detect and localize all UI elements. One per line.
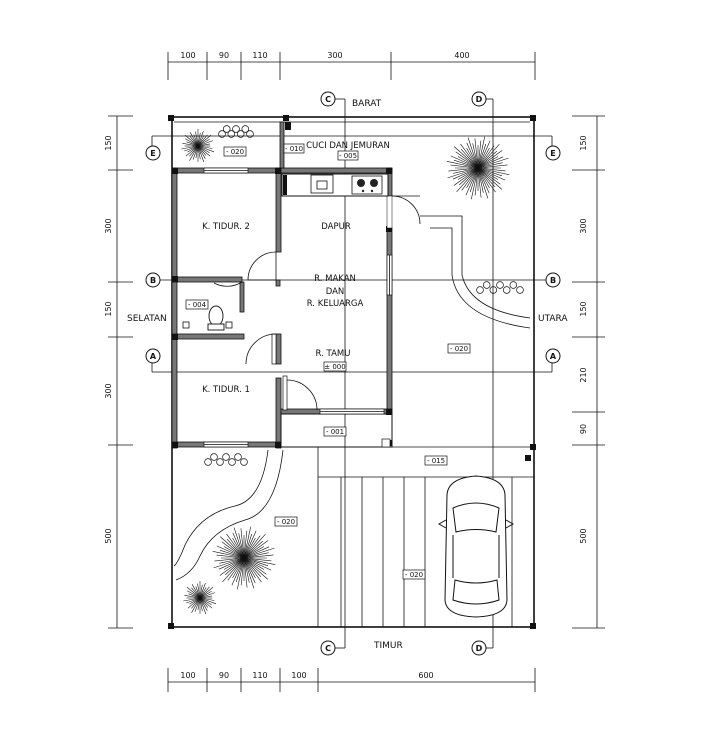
level-carport: - 015 xyxy=(427,457,445,465)
level-carport-floor: - 020 xyxy=(405,571,423,579)
toilet-icon xyxy=(208,305,224,327)
dim-left-4: 300 xyxy=(104,383,113,398)
direction-labels: BARAT TIMUR SELATAN UTARA xyxy=(127,99,568,651)
room-bedroom2-label: K. TIDUR. 2 xyxy=(202,222,250,232)
level-bathroom: - 004 xyxy=(188,301,207,309)
dim-left-1: 150 xyxy=(104,135,113,150)
tree-icon xyxy=(212,526,276,590)
stove-icon xyxy=(351,175,383,195)
doors xyxy=(213,195,421,448)
axis-e-label-left: E xyxy=(150,149,155,158)
room-kitchen-label: DAPUR xyxy=(321,222,351,232)
grid-axis-e: E E xyxy=(145,135,561,161)
kitchen-counter xyxy=(281,173,389,197)
axis-e-label-right: E xyxy=(550,149,555,158)
level-laundry-a: - 010 xyxy=(285,145,303,153)
car-icon xyxy=(437,475,515,618)
dim-bottom-5: 600 xyxy=(418,671,433,680)
dim-top-4: 300 xyxy=(327,51,342,60)
direction-west-label: BARAT xyxy=(352,99,382,109)
dim-right-3: 150 xyxy=(579,301,588,316)
dim-top-2: 90 xyxy=(219,51,229,60)
dim-left-5: 500 xyxy=(104,528,113,543)
tree-icon xyxy=(446,136,510,200)
dimension-right: 150 300 150 210 90 500 xyxy=(572,115,605,629)
direction-south-label: SELATAN xyxy=(127,314,167,324)
shrub-icon xyxy=(204,453,248,466)
axis-d-label-bottom: D xyxy=(476,644,483,653)
axis-a-label-right: A xyxy=(550,352,557,361)
dim-right-6: 500 xyxy=(579,528,588,543)
axis-b-label-right: B xyxy=(550,276,556,285)
axis-d-label-top: D xyxy=(476,95,483,104)
tree-icon xyxy=(181,129,215,163)
level-laundry-b: - 005 xyxy=(339,152,357,160)
room-dining-label-2: DAN xyxy=(326,287,345,297)
room-bedroom1-label: K. TIDUR. 1 xyxy=(202,385,250,395)
axis-c-label-bottom: C xyxy=(325,644,331,653)
dimension-bottom: 100 90 110 100 600 xyxy=(167,668,536,692)
dim-left-2: 300 xyxy=(104,218,113,233)
dim-top-3: 110 xyxy=(252,51,267,60)
room-laundry-label: CUCI DAN JEMURAN xyxy=(306,141,390,151)
dim-bottom-1: 100 xyxy=(180,671,195,680)
dim-left-3: 150 xyxy=(104,301,113,316)
axis-b-label-left: B xyxy=(150,276,156,285)
direction-east-label: TIMUR xyxy=(373,641,403,651)
shrub-icon xyxy=(476,281,524,294)
grid-axis-a: A A xyxy=(145,348,561,373)
level-living: ± 000 xyxy=(324,363,345,371)
dimension-left: 150 300 150 300 500 xyxy=(104,115,133,629)
dim-top-1: 100 xyxy=(180,51,195,60)
room-labels: CUCI DAN JEMURAN DAPUR K. TIDUR. 2 R. MA… xyxy=(202,141,390,395)
level-terrace: - 001 xyxy=(326,428,344,436)
dim-bottom-2: 90 xyxy=(219,671,229,680)
room-dining-label-3: R. KELUARGA xyxy=(307,299,364,309)
dim-right-2: 300 xyxy=(579,218,588,233)
sink-icon xyxy=(310,174,334,194)
dim-bottom-4: 100 xyxy=(291,671,306,680)
level-garden-top-left: - 020 xyxy=(226,148,244,156)
dimension-top: 100 90 110 300 400 xyxy=(167,51,536,80)
level-garden-bottom: - 020 xyxy=(277,518,295,526)
dim-right-5: 90 xyxy=(579,424,588,434)
shrub-icon xyxy=(218,125,254,138)
dim-bottom-3: 110 xyxy=(252,671,267,680)
direction-north-label: UTARA xyxy=(538,314,568,324)
room-living-label: R. TAMU xyxy=(316,349,351,359)
terrace-outline xyxy=(280,413,534,448)
level-side-yard: - 020 xyxy=(450,345,468,353)
axis-c-label-top: C xyxy=(325,95,331,104)
bathroom-fixtures xyxy=(182,305,233,331)
plants xyxy=(181,125,524,615)
dim-right-1: 150 xyxy=(579,135,588,150)
room-dining-label-1: R. MAKAN xyxy=(314,274,356,284)
dim-top-5: 400 xyxy=(454,51,469,60)
level-tags: - 020 - 010 - 005 - 004 ± 000 - 001 - 02… xyxy=(185,143,471,580)
walkways xyxy=(173,215,531,581)
axis-a-label-left: A xyxy=(150,352,157,361)
carport xyxy=(317,447,534,627)
tree-icon xyxy=(183,581,217,615)
dim-right-4: 210 xyxy=(579,367,588,382)
windows xyxy=(203,122,393,448)
